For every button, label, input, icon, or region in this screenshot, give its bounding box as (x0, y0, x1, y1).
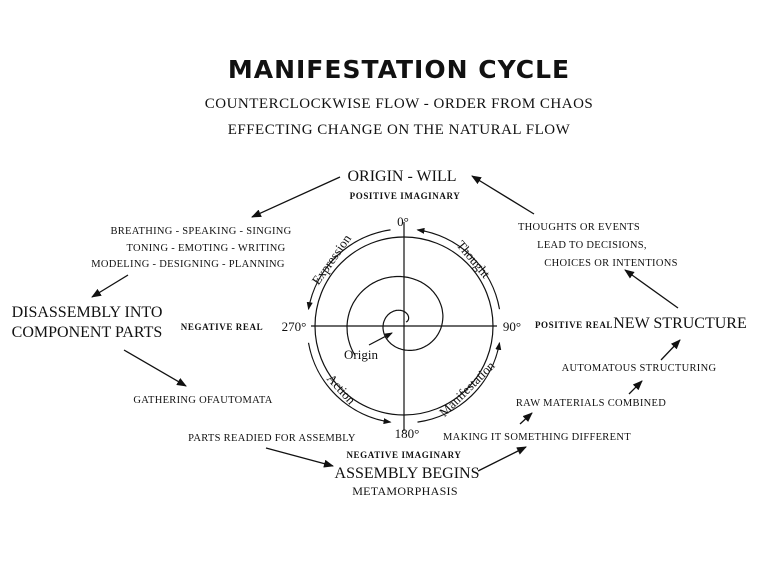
thoughts-line-2: LEAD TO DECISIONS, (537, 240, 647, 251)
arc-expression (306, 229, 391, 311)
arc-label-manifestation: Manifestation (436, 358, 498, 420)
arrow-new-structure-to-thoughts (624, 269, 679, 309)
arrow-raw-to-automatous (628, 380, 643, 395)
activities-line-2: TONING - EMOTING - WRITING (126, 243, 285, 254)
step-raw-materials: RAW MATERIALS COMBINED (516, 398, 666, 409)
arc-label-expression: Expression (309, 231, 355, 287)
arrow-assembly-to-making (477, 446, 527, 472)
thoughts-line-3: CHOICES OR INTENTIONS (544, 258, 677, 269)
arc-manifestation (417, 341, 502, 423)
arrow-disassembly-to-gathering (123, 349, 187, 387)
node-origin-will: ORIGIN - WILL (347, 168, 456, 185)
arrow-automatous-to-new-structure (660, 339, 681, 361)
arrow-origin-pointer (368, 332, 393, 346)
node-new-structure: NEW STRUCTURE (613, 315, 746, 332)
arrow-making-to-raw (519, 412, 533, 425)
degree-270: 270° (282, 319, 307, 334)
label-negative-real: NEGATIVE REAL (181, 322, 263, 332)
step-making-different: MAKING IT SOMETHING DIFFERENT (443, 432, 631, 443)
degree-180: 180° (395, 426, 420, 441)
activities-line-1: BREATHING - SPEAKING - SINGING (110, 226, 291, 237)
arrow-thoughts-to-origin (471, 175, 535, 215)
node-metamorphasis: METAMORPHASIS (352, 484, 458, 498)
arrow-origin-to-activities (251, 176, 341, 218)
step-gathering-automata: GATHERING OFAUTOMATA (133, 395, 272, 406)
arc-label-action: Action (324, 371, 359, 408)
arrow-parts-to-assembly (265, 447, 334, 468)
node-disassembly-line-2: COMPONENT PARTS (12, 324, 163, 341)
flow-arcs (306, 227, 502, 425)
activities-line-3: MODELING - DESIGNING - PLANNING (91, 259, 285, 270)
degree-0: 0° (397, 214, 409, 229)
origin-spiral (346, 275, 444, 356)
diagram-title: MANIFESTATION CYCLE (228, 55, 570, 84)
diagram-subtitle-1: COUNTERCLOCKWISE FLOW - ORDER FROM CHAOS (205, 96, 594, 112)
arc-action (307, 342, 392, 425)
node-disassembly-line-1: DISASSEMBLY INTO (12, 304, 163, 321)
node-assembly-begins: ASSEMBLY BEGINS (335, 465, 480, 482)
arrow-activities-to-disassembly (91, 274, 129, 298)
label-negative-imaginary: NEGATIVE IMAGINARY (346, 450, 461, 460)
label-origin: Origin (344, 347, 378, 362)
degree-90: 90° (503, 319, 521, 334)
arc-thought (416, 227, 501, 310)
thoughts-line-1: THOUGHTS OR EVENTS (518, 222, 640, 233)
label-positive-real: POSITIVE REAL (535, 320, 613, 330)
label-positive-imaginary: POSITIVE IMAGINARY (350, 191, 461, 201)
step-parts-readied: PARTS READIED FOR ASSEMBLY (188, 433, 356, 444)
step-automatous-structuring: AUTOMATOUS STRUCTURING (562, 363, 717, 374)
arc-label-thought: Thought (454, 237, 494, 281)
diagram-subtitle-2: EFFECTING CHANGE ON THE NATURAL FLOW (228, 122, 571, 138)
